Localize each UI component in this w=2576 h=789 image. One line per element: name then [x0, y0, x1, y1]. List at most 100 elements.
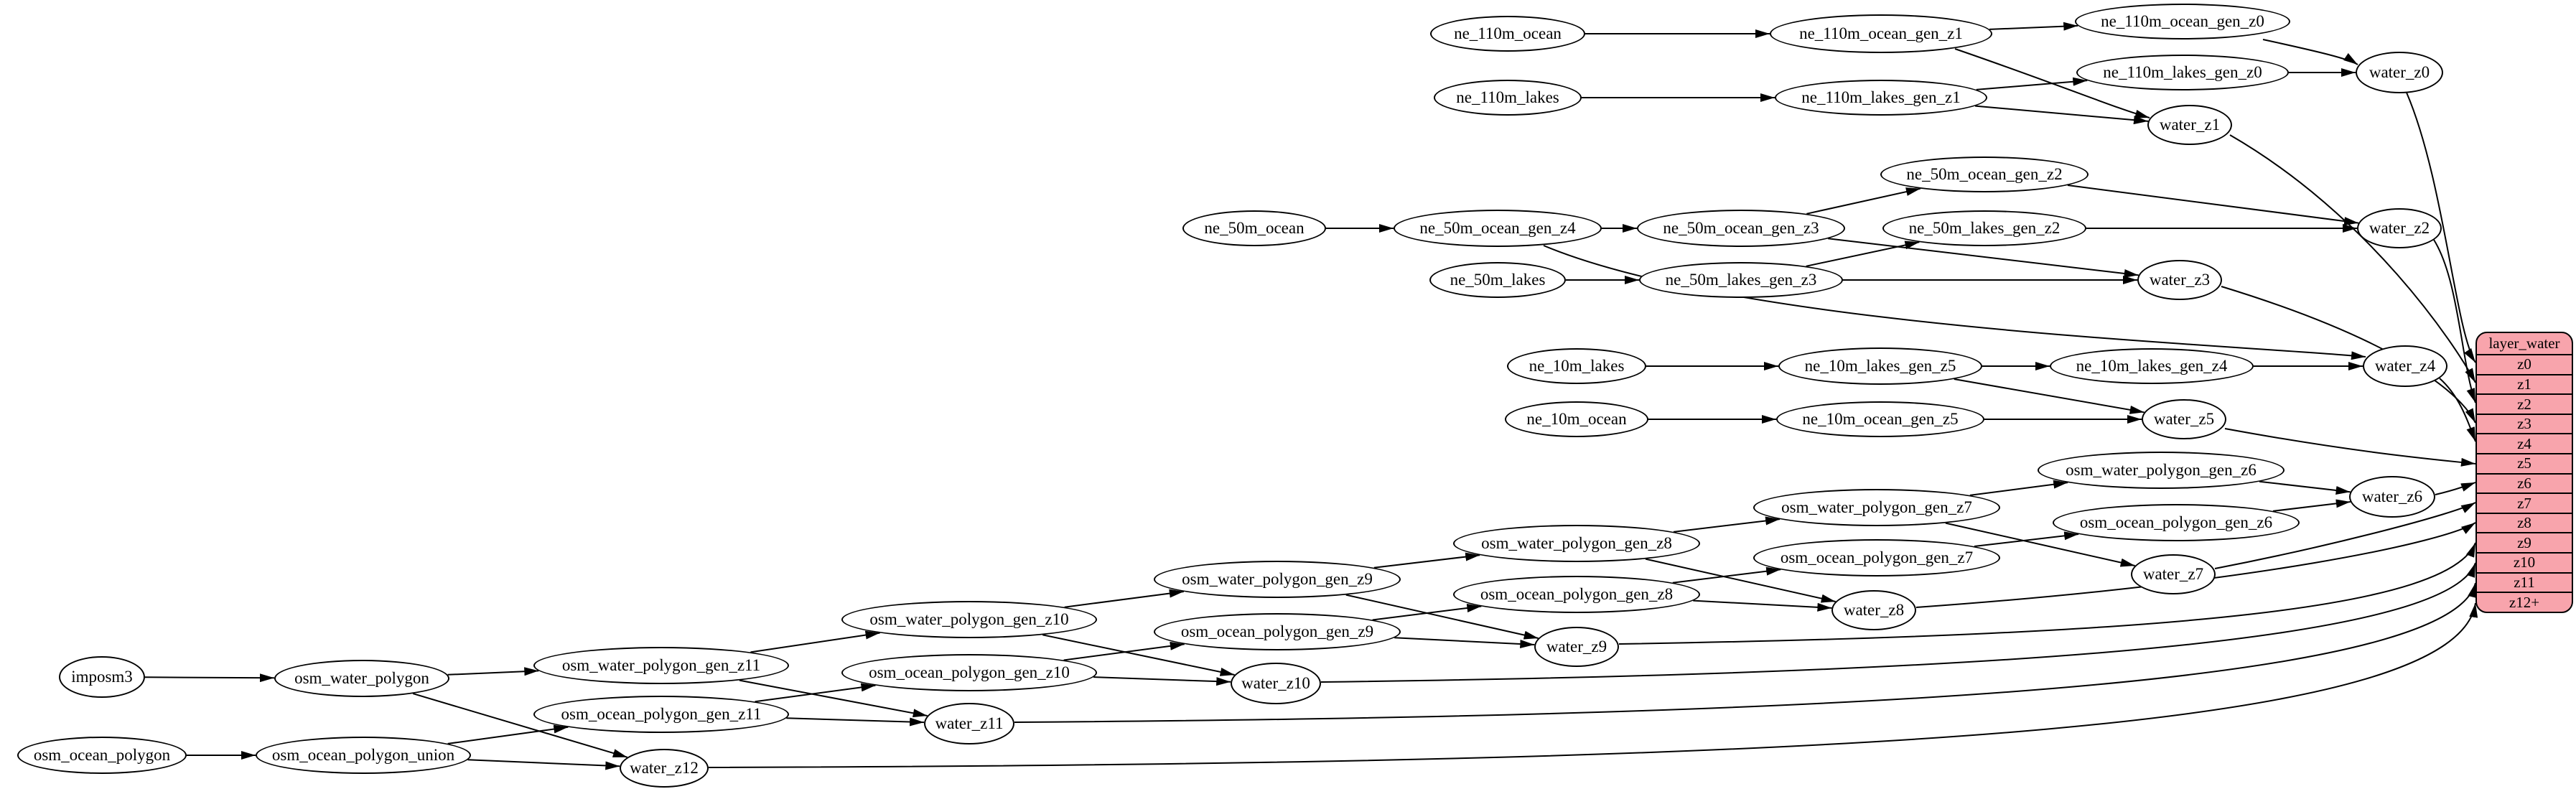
- node-osm-ocean-polygon-gen-z11: osm_ocean_polygon_gen_z11: [533, 696, 789, 733]
- edge-water-z1-to-layer-water-z1: [2229, 134, 2476, 383]
- node-label: water_z1: [2159, 116, 2221, 134]
- node-water-z12: water_z12: [620, 749, 709, 788]
- edge-water-z7-to-layer-water-z7: [2214, 502, 2476, 569]
- node-water-z0: water_z0: [2356, 52, 2443, 93]
- node-label: water_z2: [2369, 219, 2430, 237]
- node-label: osm_ocean_polygon: [33, 746, 171, 764]
- edge-osm-water-polygon-gen-z7-to-water-z7: [1945, 522, 2135, 567]
- node-label: osm_ocean_polygon_gen_z11: [561, 705, 762, 723]
- edge-osm-water-polygon-gen-z9-to-water-z9: [1345, 594, 1539, 640]
- edge-imposm3-to-osm-water-polygon: [144, 673, 275, 683]
- edge-osm-water-polygon-gen-z8-to-osm-water-polygon-gen-z7: [1673, 516, 1781, 533]
- node-water-z3: water_z3: [2137, 260, 2222, 300]
- edge-osm-ocean-polygon-union-to-osm-ocean-polygon-gen-z11: [447, 724, 569, 744]
- node-label: ne_50m_ocean_gen_z2: [1906, 165, 2063, 183]
- record-row-z3: z3: [2477, 413, 2572, 434]
- node-osm-water-polygon-gen-z10: osm_water_polygon_gen_z10: [841, 601, 1097, 638]
- edge-osm-ocean-polygon-gen-z9-to-water-z9: [1394, 637, 1535, 648]
- edge-osm-water-polygon-gen-z10-to-water-z10: [1042, 634, 1235, 676]
- edge-osm-water-polygon-gen-z11-to-water-z11: [739, 679, 928, 718]
- node-ne-50m-ocean-gen-z4: ne_50m_ocean_gen_z4: [1394, 210, 1602, 247]
- node-label: water_z9: [1546, 638, 1607, 655]
- node-osm-water-polygon-gen-z11: osm_water_polygon_gen_z11: [533, 647, 789, 684]
- record-row-z2: z2: [2477, 393, 2572, 414]
- edge-water-z2-to-layer-water-z2: [2433, 239, 2476, 403]
- edge-water-z9-to-layer-water-z9: [1618, 542, 2476, 645]
- node-label: osm_ocean_polygon_gen_z10: [869, 663, 1070, 681]
- node-ne-50m-ocean: ne_50m_ocean: [1182, 210, 1326, 246]
- node-water-z9: water_z9: [1534, 627, 1619, 667]
- record-row-z11: z11: [2477, 571, 2572, 592]
- edge-ne-110m-ocean-gen-z1-to-water-z1: [1954, 48, 2150, 118]
- node-osm-ocean-polygon-gen-z9: osm_ocean_polygon_gen_z9: [1154, 613, 1401, 650]
- node-ne-110m-lakes-gen-z0: ne_110m_lakes_gen_z0: [2076, 55, 2289, 90]
- node-label: osm_water_polygon_gen_z11: [561, 656, 761, 674]
- node-label: osm_ocean_polygon_gen_z8: [1480, 585, 1674, 603]
- node-water-z8: water_z8: [1831, 590, 1916, 630]
- node-label: osm_water_polygon_gen_z7: [1781, 498, 1972, 516]
- edge-ne-110m-lakes-gen-z1-to-ne-110m-lakes-gen-z0: [1976, 77, 2088, 90]
- edge-osm-ocean-polygon-gen-z10-to-water-z10: [1093, 676, 1231, 686]
- edge-osm-water-polygon-to-water-z12: [412, 693, 628, 758]
- node-label: water_z4: [2374, 357, 2436, 375]
- node-water-z10: water_z10: [1231, 663, 1321, 704]
- node-label: osm_ocean_polygon_gen_z6: [2079, 513, 2273, 531]
- node-water-z2: water_z2: [2357, 208, 2442, 248]
- node-osm-ocean-polygon-union: osm_ocean_polygon_union: [256, 737, 471, 774]
- node-label: water_z10: [1241, 674, 1310, 692]
- edge-osm-ocean-polygon-union-to-water-z12: [467, 759, 620, 770]
- node-label: ne_110m_ocean_gen_z1: [1799, 24, 1963, 42]
- edge-osm-water-polygon-gen-z7-to-osm-water-polygon-gen-z6: [1969, 480, 2068, 496]
- node-ne-50m-ocean-gen-z2: ne_50m_ocean_gen_z2: [1880, 157, 2089, 192]
- edge-osm-water-polygon-to-osm-water-polygon-gen-z11: [447, 667, 539, 676]
- node-ne-50m-lakes-gen-z2: ne_50m_lakes_gen_z2: [1882, 210, 2086, 246]
- edge-osm-water-polygon-gen-z8-to-water-z8: [1645, 558, 1836, 603]
- node-osm-ocean-polygon-gen-z8: osm_ocean_polygon_gen_z8: [1453, 576, 1700, 613]
- edge-ne-50m-ocean-gen-z4-to-water-z4: [1543, 245, 2366, 360]
- record-row-z4: z4: [2477, 433, 2572, 453]
- node-osm-ocean-polygon-gen-z10: osm_ocean_polygon_gen_z10: [841, 654, 1097, 691]
- node-label: ne_110m_lakes_gen_z1: [1801, 88, 1961, 106]
- edge-osm-ocean-polygon-gen-z10-to-osm-ocean-polygon-gen-z9: [1063, 641, 1185, 661]
- node-label: ne_110m_lakes_gen_z0: [2103, 63, 2262, 81]
- node-ne-110m-lakes-gen-z1: ne_110m_lakes_gen_z1: [1775, 80, 1987, 116]
- node-osm-ocean-polygon: osm_ocean_polygon: [17, 737, 187, 774]
- edge-ne-50m-ocean-gen-z3-to-ne-50m-ocean-gen-z2: [1806, 187, 1921, 215]
- edge-water-z11-to-layer-water-z11: [1014, 582, 2476, 723]
- node-imposm3: imposm3: [59, 656, 145, 698]
- edge-osm-water-polygon-gen-z11-to-osm-water-polygon-gen-z10: [750, 630, 880, 653]
- node-water-z4: water_z4: [2363, 345, 2447, 387]
- node-label: ne_50m_lakes_gen_z2: [1908, 219, 2061, 237]
- node-label: osm_water_polygon_gen_z8: [1481, 534, 1672, 552]
- edge-water-z10-to-layer-water-z10: [1320, 562, 2476, 683]
- edge-osm-ocean-polygon-gen-z8-to-osm-ocean-polygon-gen-z7: [1672, 566, 1781, 584]
- edge-water-z5-to-layer-water-z5: [2224, 428, 2476, 467]
- node-ne-50m-lakes: ne_50m_lakes: [1429, 262, 1566, 298]
- edge-osm-ocean-polygon-gen-z11-to-osm-ocean-polygon-gen-z10: [755, 683, 876, 703]
- node-label: osm_water_polygon_gen_z9: [1182, 570, 1373, 588]
- edge-water-z6-to-layer-water-z6: [2435, 482, 2476, 495]
- node-osm-water-polygon-gen-z9: osm_water_polygon_gen_z9: [1154, 561, 1401, 598]
- edge-ne-10m-lakes-gen-z5-to-water-z5: [1954, 378, 2145, 414]
- record-row-z7: z7: [2477, 492, 2572, 513]
- edge-ne-110m-ocean-gen-z0-to-water-z0: [2262, 39, 2358, 65]
- node-label: ne_110m_ocean: [1454, 24, 1562, 42]
- node-label: ne_10m_ocean_gen_z5: [1802, 410, 1959, 428]
- node-label: ne_50m_ocean: [1204, 219, 1305, 237]
- edge-osm-ocean-polygon-gen-z9-to-osm-ocean-polygon-gen-z8: [1372, 604, 1482, 621]
- node-label: water_z8: [1843, 601, 1905, 619]
- record-row-z1: z1: [2477, 373, 2572, 394]
- node-label: osm_ocean_polygon_gen_z9: [1180, 622, 1374, 640]
- record-row-z9: z9: [2477, 532, 2572, 552]
- record-row-z5: z5: [2477, 453, 2572, 473]
- node-ne-110m-ocean-gen-z0: ne_110m_ocean_gen_z0: [2075, 4, 2290, 39]
- record-row-z10: z10: [2477, 552, 2572, 572]
- edge-ne-110m-lakes-gen-z1-to-water-z1: [1975, 105, 2149, 125]
- node-label: water_z12: [630, 759, 699, 777]
- node-label: osm_water_polygon_gen_z6: [2066, 461, 2257, 479]
- edge-osm-water-polygon-gen-z9-to-osm-water-polygon-gen-z8: [1373, 552, 1480, 569]
- node-label: ne_50m_ocean_gen_z4: [1419, 219, 1576, 237]
- node-ne-50m-ocean-gen-z3: ne_50m_ocean_gen_z3: [1637, 210, 1845, 247]
- edge-osm-ocean-polygon-gen-z7-to-osm-ocean-polygon-gen-z6: [1974, 531, 2079, 547]
